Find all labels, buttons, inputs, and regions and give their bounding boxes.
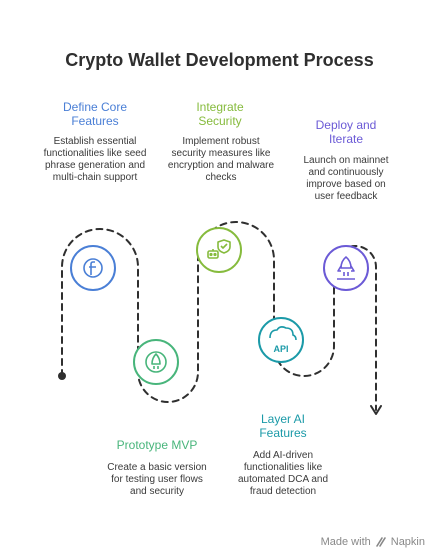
step-3-title: Integrate Security [196, 100, 244, 128]
step-5-title: Deploy and Iterate [315, 118, 377, 146]
footer: Made with Napkin [321, 536, 425, 548]
step-2-title: Prototype MVP [116, 438, 198, 452]
step-2-desc: Create a basic version for testing user … [107, 462, 207, 497]
api-label: API [273, 344, 288, 354]
step-4-icon-circle: API [258, 317, 304, 363]
path-end-arrow [370, 405, 382, 415]
step-1-icon-circle [70, 245, 116, 291]
step-2-icon-circle [133, 339, 179, 385]
step-4-desc: Add AI-driven functionalities like autom… [237, 450, 329, 497]
step-5-desc: Launch on mainnet and continuously impro… [303, 155, 389, 202]
napkin-logo-icon [375, 537, 386, 547]
step-1-title: Define Core Features [62, 100, 128, 128]
step-3-desc: Implement robust security measures like … [167, 136, 275, 183]
rocket-icon [145, 351, 167, 373]
footer-made-with: Made with [320, 536, 371, 548]
page-title: Crypto Wallet Development Process [65, 50, 374, 70]
step-3-icon-circle [196, 227, 242, 273]
path-start-dot [58, 372, 66, 380]
step-1-desc: Establish essential functionalities like… [43, 136, 147, 183]
facebook-f-icon [83, 258, 103, 278]
step-4-title: Layer AI Features [259, 412, 307, 440]
shield-robot-icon [207, 239, 231, 259]
footer-brand: Napkin [390, 536, 425, 548]
rocket-launch-icon [337, 256, 355, 280]
cloud-api-icon [269, 326, 297, 341]
step-5-icon-circle [323, 245, 369, 291]
